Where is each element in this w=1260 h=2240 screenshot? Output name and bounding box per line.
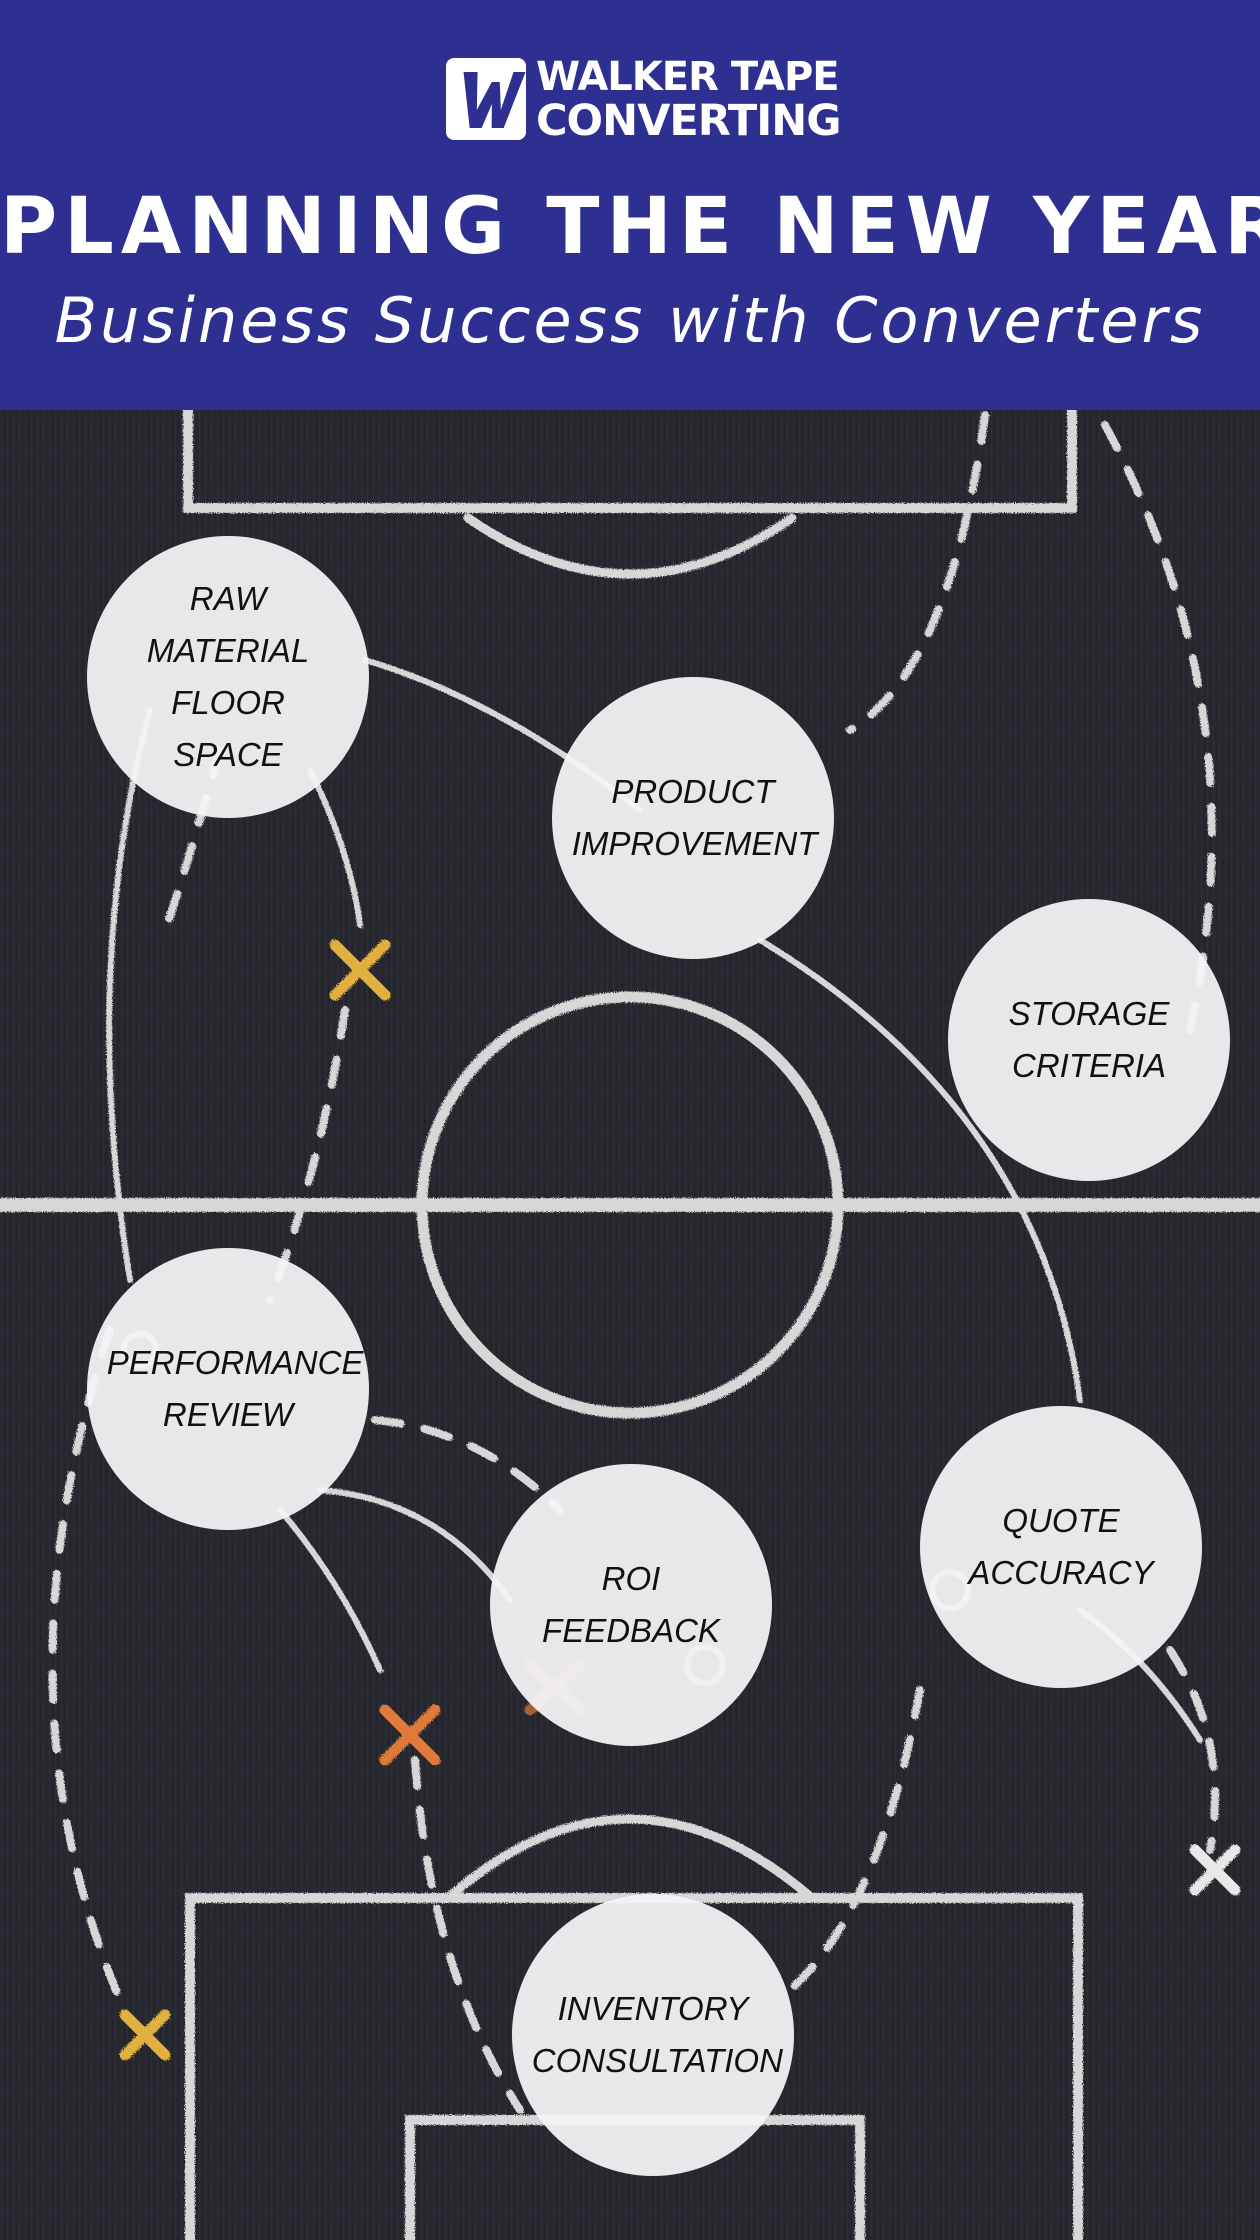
dashed-run-bottom-center xyxy=(411,1756,524,2114)
bubble-storage-criteria: STORAGE CRITERIA xyxy=(948,899,1230,1181)
top-penalty-arc xyxy=(463,513,797,579)
bubble-label: ROI FEEDBACK xyxy=(542,1560,720,1649)
bubble-label: QUOTE ACCURACY xyxy=(968,1502,1154,1591)
dashed-run-bottom-right xyxy=(1166,1646,1219,1854)
dashed-run-top-right xyxy=(846,411,989,734)
play-line-product-to-quote xyxy=(757,937,1083,1403)
bubble-label: PERFORMANCE REVIEW xyxy=(106,1344,364,1433)
bubble-label: RAW MATERIAL FLOOR SPACE xyxy=(146,580,310,773)
dashed-run-performance-roi xyxy=(371,1416,564,1514)
page-title: PLANNING THE NEW YEAR xyxy=(0,182,1260,272)
bubble-roi-feedback: ROI FEEDBACK xyxy=(490,1464,772,1746)
brand-logo: WALKER TAPE CONVERTING xyxy=(446,54,842,146)
top-penalty-box xyxy=(183,410,1077,513)
x-marker-yellow xyxy=(119,2009,171,2061)
bottom-penalty-arc xyxy=(443,1814,817,1903)
x-marker-yellow xyxy=(329,939,391,1001)
bubble-raw-material-floor-space: RAW MATERIAL FLOOR SPACE xyxy=(87,536,369,818)
play-line-left-curve xyxy=(106,707,153,1283)
play-line-performance-down xyxy=(277,1507,383,1673)
x-marker-white xyxy=(1189,1844,1241,1896)
x-marker-orange xyxy=(379,1704,441,1766)
play-line-performance-to-roi xyxy=(317,1487,513,1603)
page-subtitle: Business Success with Converters xyxy=(54,284,1206,357)
center-circle xyxy=(416,991,844,1419)
dashed-run-left-long xyxy=(48,1326,124,2004)
bubble-label: INVENTORY CONSULTATION xyxy=(531,1990,783,2079)
bubble-performance-review: PERFORMANCE REVIEW xyxy=(87,1248,369,1530)
logo-line-2: CONVERTING xyxy=(536,96,842,146)
logo-w-icon xyxy=(446,58,526,140)
bubble-label: PRODUCT IMPROVEMENT xyxy=(571,773,818,862)
dashed-run-far-right xyxy=(1101,421,1216,1034)
bubble-product-improvement: PRODUCT IMPROVEMENT xyxy=(552,677,834,959)
bubble-quote-accuracy: QUOTE ACCURACY xyxy=(920,1406,1202,1688)
bubble-label: STORAGE CRITERIA xyxy=(1008,995,1170,1084)
logo-line-1: WALKER TAPE xyxy=(536,54,840,100)
chalkboard-field: RAW MATERIAL FLOOR SPACE PRODUCT IMPROVE… xyxy=(0,410,1260,2240)
play-line-raw-down xyxy=(307,767,363,928)
dashed-run-quote-to-inventory xyxy=(786,1686,924,1994)
dashed-run-left-upper xyxy=(161,746,224,934)
bubble-inventory-consultation: INVENTORY CONSULTATION xyxy=(512,1894,794,2176)
header-banner: WALKER TAPE CONVERTING PLANNING THE NEW … xyxy=(0,0,1260,410)
